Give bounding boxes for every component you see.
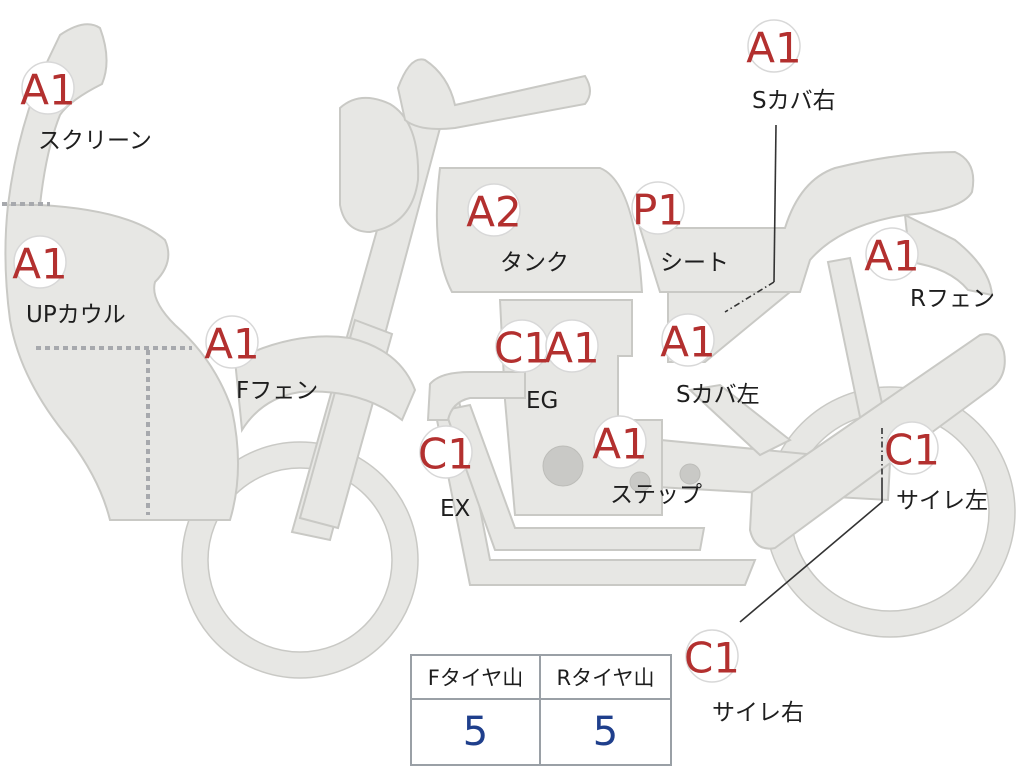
grade-text-screen: A1 [20,66,75,115]
part-label-step: ステップ [610,482,702,508]
handlebar-shape [396,58,591,130]
front-tire-value: 5 [412,700,541,764]
frame-rear-down [687,383,792,457]
grade-text-seat: P1 [632,186,684,235]
grade-badge-side-cover-left: A1 [660,313,716,367]
grade-badge-circle [467,183,521,237]
part-label-tank: タンク [500,250,569,276]
grade-text-side-cover-left: A1 [660,318,715,367]
grade-text-tank: A2 [466,188,521,237]
grade-badge-circle [685,629,739,683]
windscreen-shape [6,23,108,206]
grade-badge-up-cowl: A1 [12,235,68,289]
leader-side-cover-right-tip [724,281,775,313]
grade-badge-circle [885,421,939,475]
grade-badge-circle [419,425,473,479]
grade-text-side-cover-right: A1 [746,24,801,73]
front-tire-header: Fタイヤ山 [412,656,541,700]
grade-badge-side-cover-right: A1 [746,19,802,73]
part-label-screen: スクリーン [38,128,152,154]
grade-badge-silencer-right: C1 [684,629,740,683]
rear-tire-header: Rタイヤ山 [541,656,670,700]
rear-tire-value: 5 [592,709,619,755]
part-label-exhaust: EX [440,496,471,522]
upper-cowl-shape [4,204,240,521]
part-label-engine: EG [526,388,558,414]
grade-badge-engine: C1 [494,319,550,373]
grade-badge-circle [631,181,685,235]
grade-badge-silencer-left: C1 [884,421,940,475]
exhaust-pipe-shape [426,371,526,421]
frame-cradle [443,403,706,551]
grade-badge-screen: A1 [20,61,76,115]
grade-text-up-cowl: A1 [12,240,67,289]
grade-text-f-fender: A1 [204,320,259,369]
grade-badge-f-fender: A1 [204,315,260,369]
part-label-f-fender: Fフェン [236,378,318,404]
leader-silencer-right [739,478,883,623]
part-label-seat: シート [660,250,729,276]
grade-badges: A1スクリーンA1UPカウルA1FフェンC1EXC1EGA1A2タンクP1シート… [12,19,995,726]
grade-badge-circle [865,227,919,281]
part-label-side-cover-right: Sカバ右 [752,88,836,114]
headlight-shape [339,97,420,234]
step-shape [629,463,701,493]
front-wheel [181,441,419,679]
grade-badge-circle [205,315,259,369]
grade-text-step: A1 [592,420,647,469]
grade-text-engine-2: A1 [544,324,599,373]
part-label-silencer-left: サイレ左 [896,488,988,514]
grade-badge-circle [661,313,715,367]
silencer-shape [748,333,1006,550]
grade-badge-r-fender: A1 [864,227,920,281]
grade-badge-circle [13,235,67,289]
seat-shape [638,150,975,293]
part-label-silencer-right: サイレ右 [712,700,804,726]
grade-text-silencer-right: C1 [684,634,740,683]
tire-tread-table: Fタイヤ山 Rタイヤ山 5 5 [410,654,672,766]
rear-fender-shape [903,213,994,297]
grade-text-exhaust: C1 [418,430,474,479]
leader-side-cover-right [773,124,777,283]
grade-badge-circle [747,19,801,73]
part-label-up-cowl: UPカウル [26,302,126,328]
grade-badge-circle [593,415,647,469]
grade-badge-step: A1 [592,415,648,469]
grade-badge-seat: P1 [631,181,685,235]
front-fender-shape [233,335,417,434]
grade-badge-exhaust: C1 [418,425,474,479]
part-label-r-fender: Rフェン [910,286,995,312]
grade-text-engine: C1 [494,324,550,373]
grade-badge-engine-2: A1 [544,319,600,373]
grade-badge-circle [545,319,599,373]
grade-badge-circle [21,61,75,115]
part-label-side-cover-left: Sカバ左 [676,382,760,408]
engine-cover-circle [542,445,584,487]
grade-text-silencer-left: C1 [884,426,940,475]
grade-text-r-fender: A1 [864,232,919,281]
grade-badge-tank: A2 [466,183,522,237]
